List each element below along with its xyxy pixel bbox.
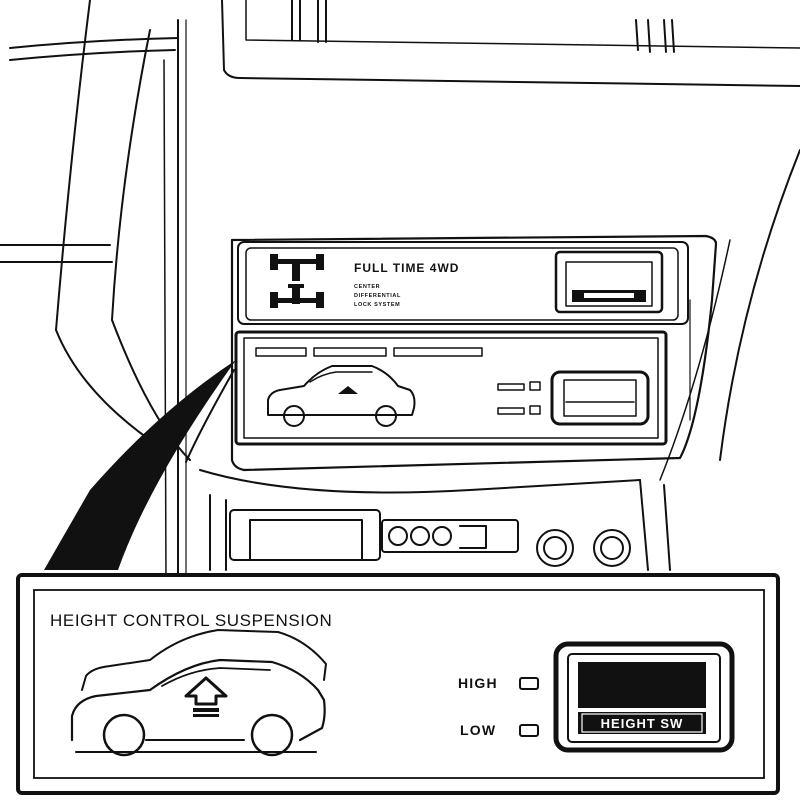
center-lock-switch[interactable]: [554, 250, 664, 314]
height-control-detail-panel: HEIGHT CONTROL SUSPENSION HIGH LOW: [16, 573, 780, 795]
dashboard-background: [0, 0, 800, 581]
4wd-mode-label: FULL TIME 4WD: [354, 261, 459, 275]
up-arrow-icon: [184, 676, 228, 717]
lock-label-line-2: DIFFERENTIAL: [354, 293, 401, 299]
mini-height-control-panel: [234, 330, 668, 446]
lock-label-line-1: CENTER: [354, 284, 380, 290]
low-indicator-label: LOW: [460, 722, 496, 738]
4wd-axle-icon: [270, 254, 324, 281]
car-height-icon: [70, 629, 327, 757]
high-indicator-label: HIGH: [458, 675, 498, 691]
lock-label-line-3: LOCK SYSTEM: [354, 302, 400, 308]
high-indicator-lamp: [519, 677, 539, 690]
upper-console-panel: FULL TIME 4WD CENTER DIFFERENTIAL LOCK S…: [230, 234, 718, 472]
low-indicator-lamp: [519, 724, 539, 737]
height-switch-button[interactable]: HEIGHT SW: [553, 641, 735, 753]
height-switch-icon: [578, 662, 706, 708]
panel-title: HEIGHT CONTROL SUSPENSION: [50, 611, 332, 630]
callout-pointer: [44, 360, 236, 570]
height-switch-label: HEIGHT SW: [601, 716, 684, 731]
center-lock-axle-icon: [270, 284, 324, 308]
